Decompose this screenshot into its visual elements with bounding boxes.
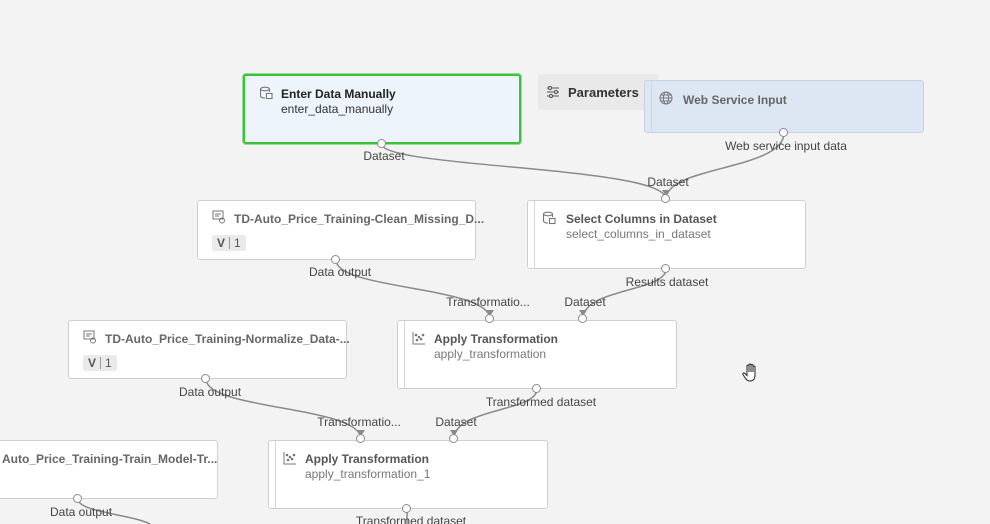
arrowhead-icon <box>357 430 365 436</box>
edge-enter-data-to-select-columns <box>381 143 667 200</box>
node-title: TD-Auto_Price_Training-Normalize_Data-..… <box>105 332 350 346</box>
input-port[interactable] <box>356 434 365 443</box>
edge-web-service-to-select-columns <box>665 132 785 200</box>
scatter-icon <box>283 451 297 465</box>
node-title: Apply Transformation <box>434 332 559 346</box>
node-subtitle: enter_data_manually <box>281 102 394 116</box>
node-title: Web Service Input <box>683 93 787 107</box>
node-title: Apply Transformation <box>305 452 430 466</box>
node-divider <box>651 81 652 132</box>
output-port[interactable] <box>377 139 386 148</box>
globe-icon <box>659 91 673 105</box>
input-port[interactable] <box>661 194 670 203</box>
port-label: Results dataset <box>625 275 709 289</box>
port-label: Data output <box>308 265 372 279</box>
node-apply-transformation-1[interactable]: Apply Transformation apply_transformatio… <box>268 440 548 509</box>
edge-normalize-to-apply-1 <box>205 378 362 440</box>
version-number: 1 <box>105 356 112 370</box>
arrowhead-icon <box>662 190 670 196</box>
node-enter-data-manually[interactable]: Enter Data Manually enter_data_manually <box>243 74 521 144</box>
node-web-service-input[interactable]: Web Service Input <box>644 80 924 133</box>
node-divider <box>534 201 535 268</box>
hand-cursor-icon <box>741 362 761 384</box>
node-title: Enter Data Manually <box>281 87 396 101</box>
node-title: Auto_Price_Training-Train_Model-Tr... <box>2 452 218 466</box>
node-subtitle: select_columns_in_dataset <box>566 227 711 241</box>
node-select-columns-in-dataset[interactable]: Select Columns in Dataset select_columns… <box>527 200 806 269</box>
output-port[interactable] <box>532 384 541 393</box>
arrowhead-icon <box>579 310 587 316</box>
node-divider <box>404 321 405 388</box>
port-label: Dataset <box>435 415 477 429</box>
node-normalize-data[interactable]: TD-Auto_Price_Training-Normalize_Data-..… <box>68 320 350 379</box>
node-divider <box>275 441 276 508</box>
version-letter: V <box>217 236 226 250</box>
node-train-model[interactable]: Auto_Price_Training-Train_Model-Tr... <box>0 440 218 499</box>
transform-dataset-icon <box>83 330 97 344</box>
port-label: Web service input data <box>725 139 847 153</box>
port-label: Data output <box>178 385 242 399</box>
port-label: Data output <box>49 505 113 519</box>
node-title: Select Columns in Dataset <box>566 212 717 226</box>
input-port[interactable] <box>578 314 587 323</box>
version-separator <box>100 357 102 369</box>
version-number: 1 <box>234 236 241 250</box>
node-title: TD-Auto_Price_Training-Clean_Missing_D..… <box>234 212 485 226</box>
input-port[interactable] <box>449 434 458 443</box>
scatter-icon <box>412 331 426 345</box>
port-label: Transformed dataset <box>355 514 467 524</box>
node-clean-missing-data[interactable]: TD-Auto_Price_Training-Clean_Missing_D..… <box>197 200 484 260</box>
output-port[interactable] <box>331 255 340 264</box>
parameters-button[interactable]: Parameters <box>538 74 658 110</box>
edge-train-model-out <box>77 498 151 524</box>
port-label: Dataset <box>647 175 689 189</box>
node-apply-transformation[interactable]: Apply Transformation apply_transformatio… <box>397 320 677 389</box>
version-separator <box>229 237 231 249</box>
arrowhead-icon <box>486 310 494 316</box>
dataset-icon <box>259 86 273 100</box>
port-label: Transformed dataset <box>485 395 597 409</box>
parameters-label: Parameters <box>568 85 639 100</box>
transform-dataset-icon <box>212 210 226 224</box>
port-label: Dataset <box>363 149 405 163</box>
port-label: Transformatio... <box>317 415 401 429</box>
output-port[interactable] <box>661 264 670 273</box>
output-port[interactable] <box>201 374 210 383</box>
node-subtitle: apply_transformation <box>434 347 547 361</box>
version-letter: V <box>88 356 97 370</box>
output-port[interactable] <box>402 504 411 513</box>
version-badge: V 1 <box>83 355 117 371</box>
version-badge: V 1 <box>212 235 246 251</box>
output-port[interactable] <box>73 494 82 503</box>
port-label: Dataset <box>564 295 606 309</box>
node-subtitle: apply_transformation_1 <box>305 467 431 481</box>
sliders-icon <box>546 85 560 99</box>
port-label: Transformatio... <box>446 295 530 309</box>
dataset-icon <box>542 211 556 225</box>
input-port[interactable] <box>485 314 494 323</box>
edge-clean-missing-to-apply <box>335 259 491 320</box>
output-port[interactable] <box>779 128 788 137</box>
arrowhead-icon <box>450 430 458 436</box>
